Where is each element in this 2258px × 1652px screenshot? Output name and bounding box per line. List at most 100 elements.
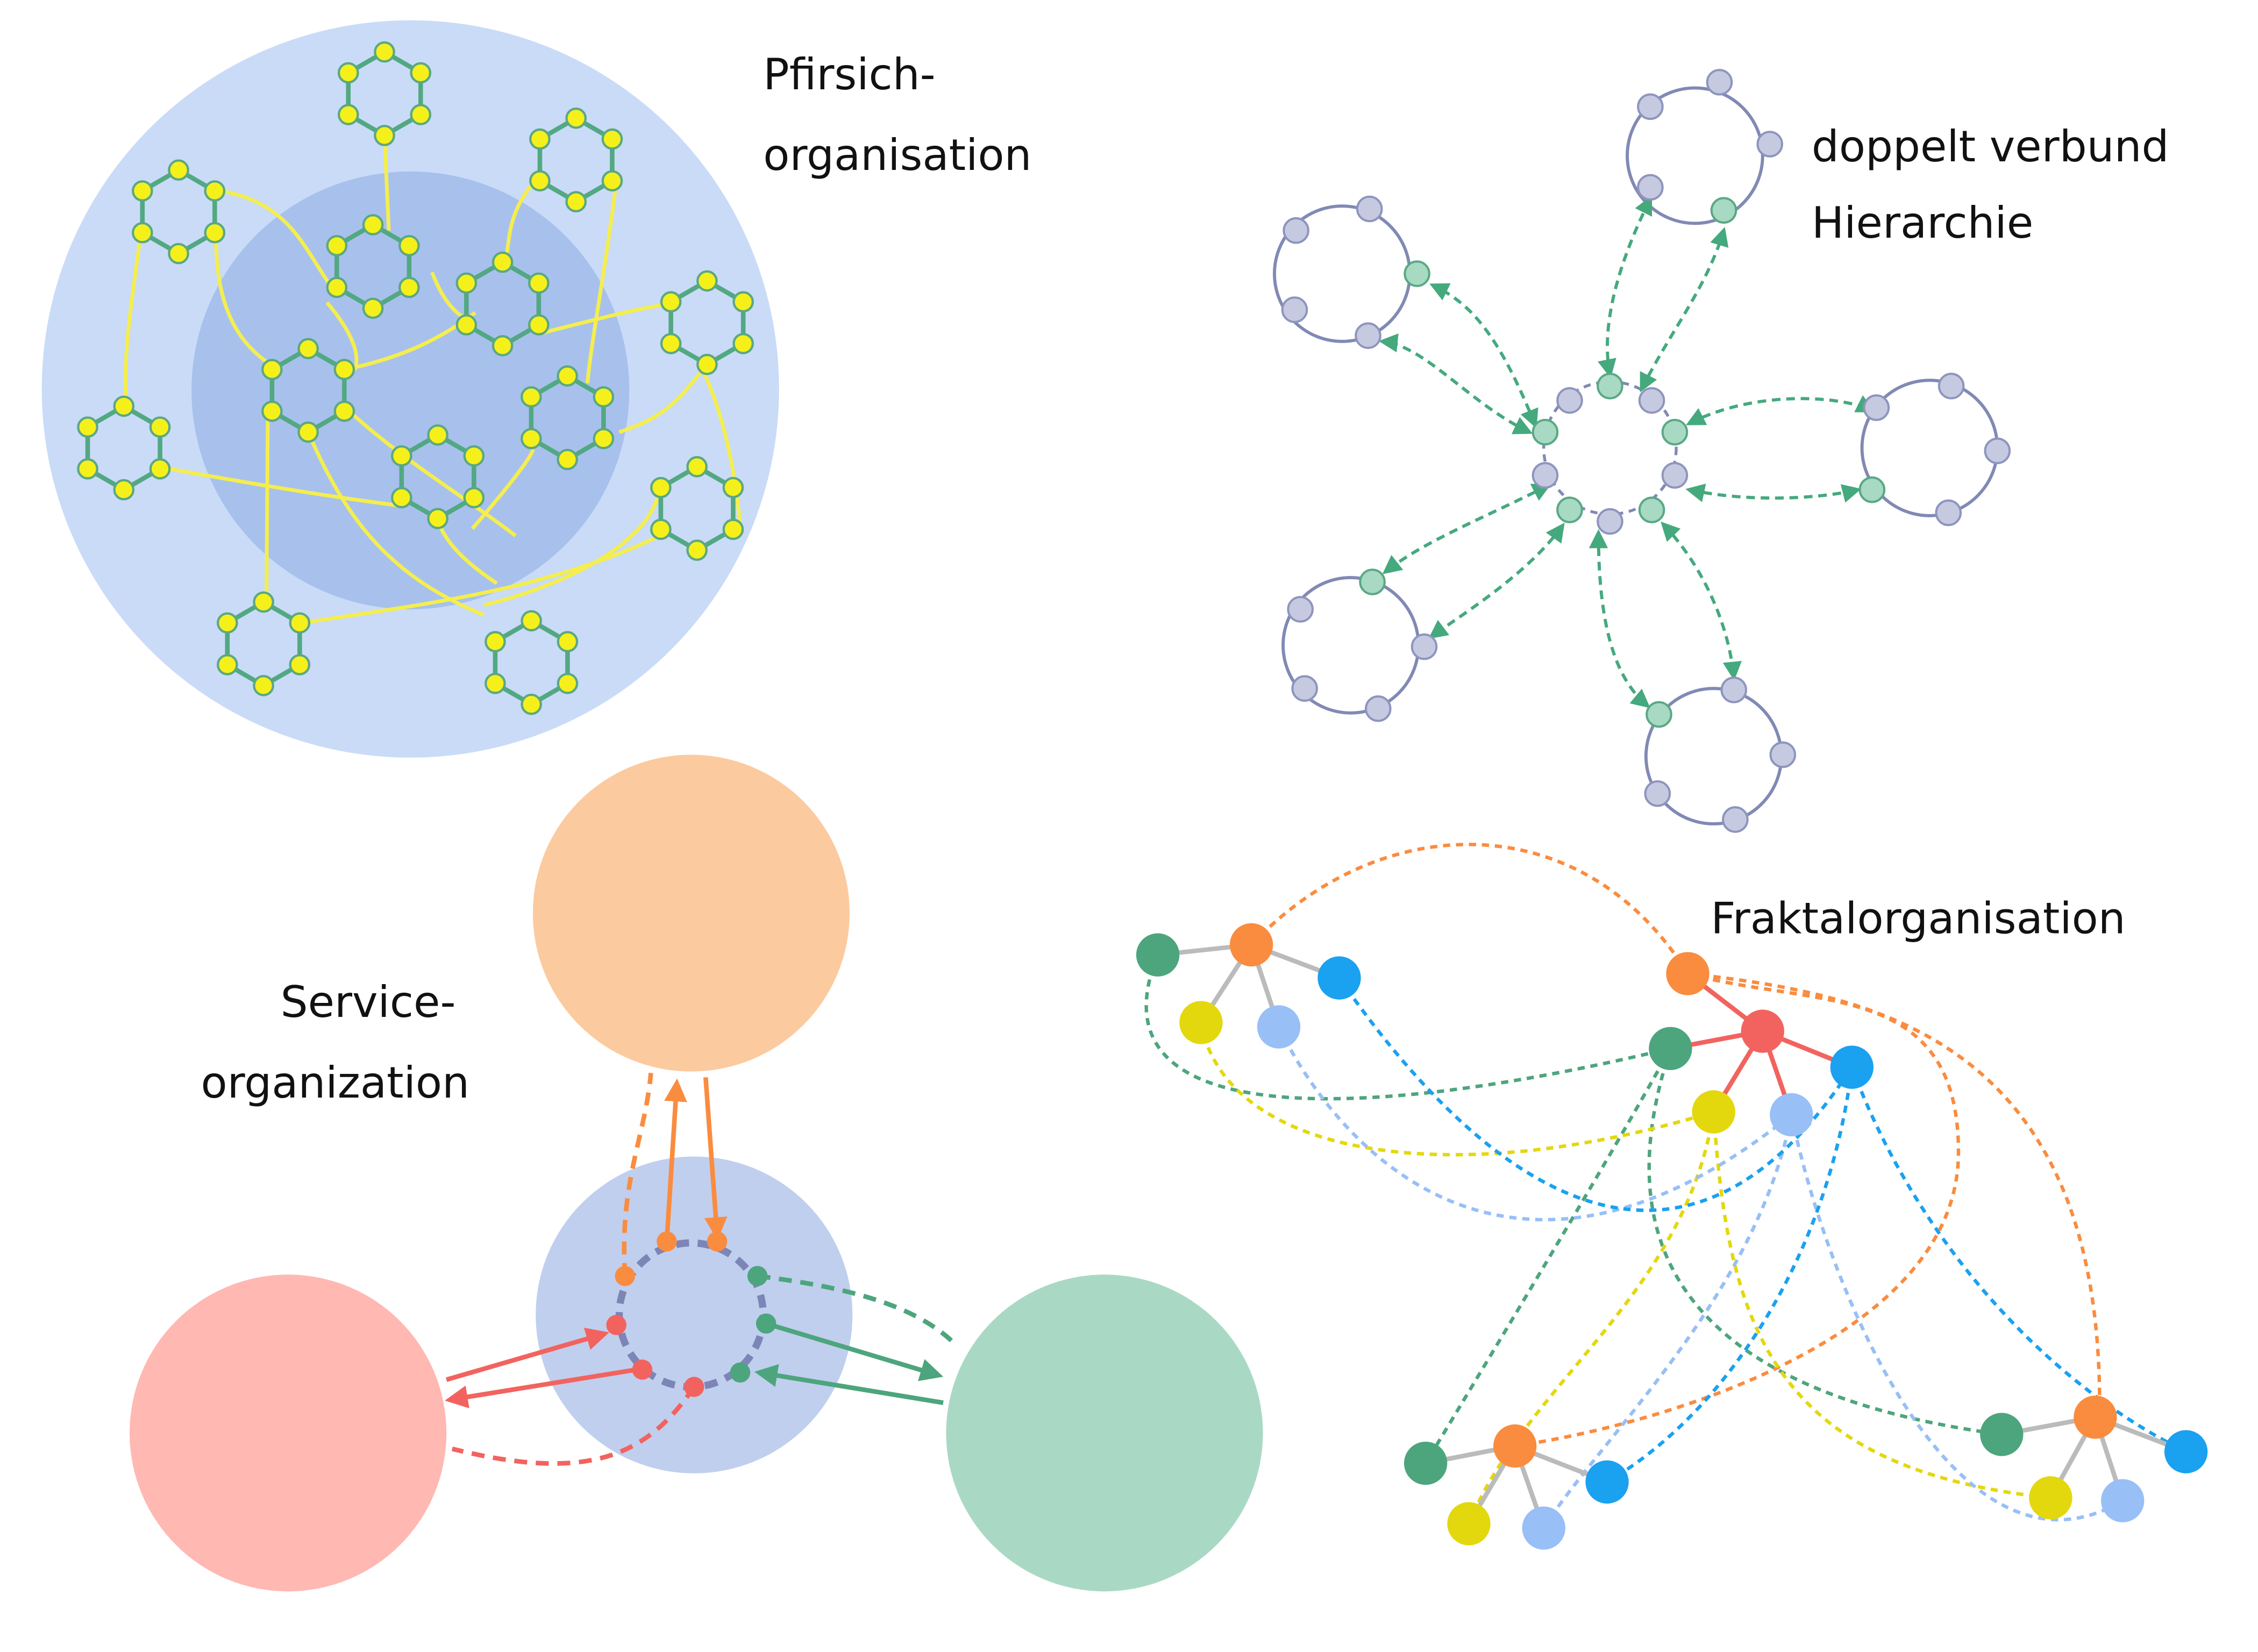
hexagon-node [485, 673, 506, 694]
fractal-dashed-link [1199, 1022, 1714, 1157]
hexagon-node [149, 416, 171, 438]
ring-node [1365, 695, 1392, 722]
ring-node [1722, 806, 1749, 833]
hexagon-node [427, 508, 448, 530]
peach-yellow-link [214, 238, 269, 365]
hexagon-node [722, 518, 744, 540]
hexagon-node [686, 456, 708, 478]
peach-yellow-link [698, 364, 742, 526]
service-node-orange [707, 1231, 728, 1252]
hexagon-node [77, 458, 98, 480]
ring-node [1356, 195, 1383, 223]
service-node-green [747, 1266, 768, 1286]
peach-hexagon-unit [485, 610, 579, 715]
peach-yellow-link [306, 534, 661, 624]
ring-node [1706, 69, 1733, 96]
sub-hierarchy-ring [1626, 86, 1764, 225]
gateway-node [1858, 476, 1886, 503]
hexagon-node [168, 243, 189, 265]
hexagon-node [696, 353, 718, 375]
hexagon-node [557, 631, 579, 653]
hexagon-node [297, 421, 319, 443]
hexagon-node [410, 104, 432, 125]
ring-node [1769, 741, 1797, 768]
peach-hexagon-unit [337, 41, 432, 146]
bidirectional-dashed-arrow [1661, 521, 1742, 681]
ring-node [1637, 174, 1664, 201]
hexagon-node [410, 62, 432, 84]
hexagon-node [601, 128, 623, 150]
fractal-cluster-bottom-right-hub-node [2074, 1395, 2117, 1439]
peach-yellow-link [471, 449, 535, 530]
hexagon-node [261, 359, 283, 380]
fractal-dashed-link [1712, 1112, 2051, 1500]
peach-yellow-link [586, 181, 618, 383]
bidirectional-dashed-arrow [1428, 522, 1565, 639]
service-node-red [632, 1359, 653, 1380]
fractal-dashed-link [1144, 954, 1671, 1101]
bidirectional-dashed-arrow [1685, 395, 1876, 425]
hexagon-node [289, 612, 311, 634]
hexagon-node [650, 518, 672, 540]
ring-node [1411, 633, 1438, 660]
hexagon-node [521, 693, 542, 715]
central-gateway-node [1532, 418, 1559, 446]
hexagon-node [528, 272, 550, 294]
ring-node [1291, 675, 1318, 702]
fractal-organisation-diagram [1136, 843, 2208, 1550]
service-orange-arrow-down [703, 1077, 728, 1241]
hexagon-node [427, 424, 448, 446]
service-center-circle [536, 1156, 853, 1473]
peach-yellow-link [347, 409, 517, 538]
hexagon-node [168, 159, 189, 181]
peach-hexagon-units [77, 41, 754, 715]
hexagon-node [216, 612, 238, 634]
service-label: Service- organization [201, 977, 469, 1108]
hexagon-node [131, 180, 153, 202]
service-red-dashed-link [451, 1385, 696, 1466]
hexagon-node [204, 180, 226, 202]
fractal-cluster-bottom-right-member-node [2101, 1479, 2145, 1522]
service-node-green [756, 1313, 777, 1334]
ring-node [1281, 296, 1308, 323]
ring-node [1984, 437, 2011, 465]
peach-yellow-link [123, 240, 142, 411]
double-hierarchy-arrows [1378, 195, 1876, 708]
hexagon-node [326, 276, 348, 298]
hexagon-node [463, 445, 485, 467]
central-node [1597, 508, 1623, 535]
bidirectional-dashed-arrow [1429, 283, 1538, 429]
fractal-cluster-bottom-left-member-node [1447, 1502, 1491, 1546]
hexagon-node [557, 673, 579, 694]
hexagon-node [521, 610, 542, 632]
central-node [1638, 387, 1665, 414]
hexagon-node [261, 400, 283, 422]
service-node-green [730, 1362, 751, 1383]
fractal-cluster-center-hub-node [1741, 1009, 1784, 1053]
ring-node [1644, 780, 1671, 807]
hexagon-node [113, 479, 135, 501]
ring-node [1283, 217, 1309, 244]
central-node [1532, 462, 1559, 489]
hexagon-node [149, 458, 171, 480]
fractal-dashed-link [1687, 972, 2102, 1412]
fractal-cluster-center-member-node [1649, 1027, 1692, 1070]
hexagon-node [398, 276, 420, 298]
hexagon-node [696, 270, 718, 292]
double-hierarchy-diagram [1273, 69, 2011, 833]
fractal-dashed-link [1850, 1066, 2187, 1454]
hexagon-node [362, 297, 384, 319]
ring-node [1756, 131, 1783, 158]
service-unit-orange [532, 754, 850, 1072]
service-node-red [606, 1315, 626, 1335]
service-green-arrow-out [765, 1321, 944, 1382]
fractal-cluster-center-top-node [1666, 952, 1709, 995]
peach-hexagon-unit [521, 365, 615, 471]
hexagon-node [253, 591, 274, 613]
fractal-dashed-links [1144, 843, 2187, 1529]
fractal-nodes [1136, 923, 2208, 1550]
peach-label: Pfirsich- organisation [763, 49, 1031, 180]
service-unit-green [946, 1274, 1263, 1592]
service-green-arrow-in [754, 1364, 944, 1405]
hexagon-node [289, 654, 311, 675]
